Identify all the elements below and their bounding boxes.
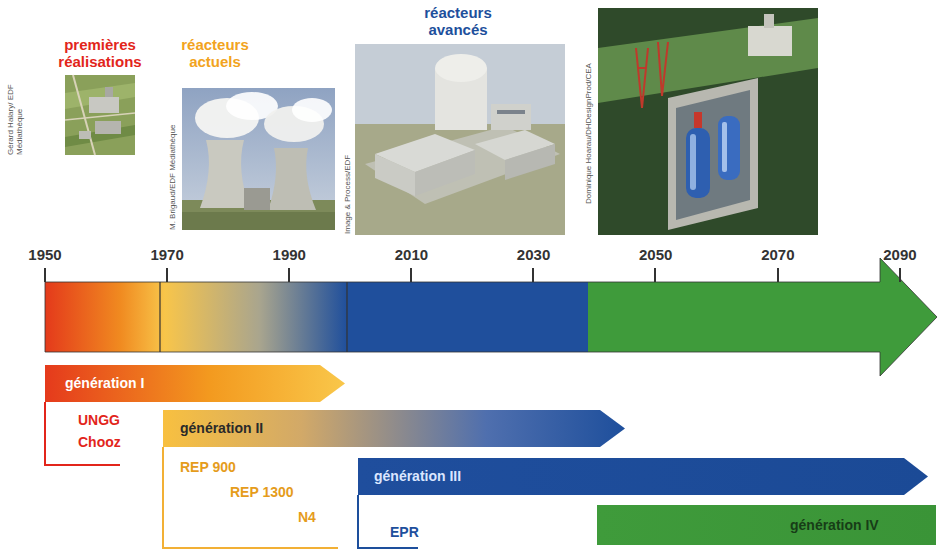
generation-bar: génération II [163,410,625,447]
photo-foreground [182,212,335,230]
photo-credit: Gérard Halary/ EDF Médiathèque [6,83,24,155]
year-tick [654,268,656,282]
generation-bracket [358,495,418,548]
generation-label: génération II [180,410,263,447]
plant-building [375,154,415,196]
plant-building [244,188,270,210]
generation-bar: génération I [45,365,345,402]
reactor-building [89,97,119,113]
year-tick [899,268,901,282]
era-title: réacteurs actuels [165,36,265,71]
year-label: 1970 [137,246,197,263]
plant-windows [497,110,525,114]
generation-label: génération IV [790,505,879,545]
vessel-highlight [690,134,696,190]
year-ticks [45,268,900,282]
generation-bar-fill [163,410,625,447]
era-title: premières réalisations [45,36,155,71]
reactor-building [95,121,121,134]
plant-annex [79,131,91,139]
era-divider [346,282,347,352]
photo-credit: Dominique Hoarau/DHDesignProd/CEA [584,63,593,204]
cooling-tower [268,148,316,210]
generation-label: génération I [65,365,144,402]
plant-building [415,150,475,196]
year-label: 2050 [626,246,686,263]
era-title: réacteurs avancés [403,4,513,39]
year-tick [532,268,534,282]
road [65,113,135,120]
generation-bar-fill [358,458,928,495]
generation-bracket [45,402,120,465]
plant-building [491,104,531,130]
year-label: 2030 [504,246,564,263]
plant-platform [365,126,560,204]
era-divider [159,282,160,352]
year-tick [166,268,168,282]
photo-ground [355,124,565,235]
plant-photo-future [598,8,818,235]
photo-credit: M. Brigaud/EDF Médiathèque [168,125,177,230]
generation-bar-shape [597,505,936,545]
year-label: 2090 [870,246,930,263]
surface-stack [764,14,774,28]
reactor-vessel [718,116,740,180]
pylon [636,48,648,108]
road [73,75,95,155]
year-label: 1990 [259,246,319,263]
reactor-vessel [686,128,710,198]
plant-photo-current [182,88,335,230]
generation-bar: génération III [358,458,928,495]
year-label: 2070 [748,246,808,263]
reactor-name: EPR [390,524,419,540]
reactor-name: UNGG [78,412,120,428]
underground-silo [668,78,758,230]
reactor-name: Chooz [78,434,121,450]
timeline-arrow [45,258,937,376]
steam-plume [292,98,332,122]
cooling-tower [200,140,250,208]
year-tick [777,268,779,282]
vessel-pipe [694,112,702,128]
generation-bar-fill [45,365,345,402]
reactor-name: N4 [298,509,316,525]
generation-bar: génération IV [597,505,936,545]
silo-cutaway [676,90,750,220]
surface-building [748,26,792,56]
plant-tower [105,87,113,97]
plant-photo-advanced [355,44,565,235]
reactor-name: REP 900 [180,459,236,475]
pylon [658,42,668,96]
year-tick [288,268,290,282]
generation-bar-fill [597,505,936,545]
vessel-highlight [722,122,727,172]
year-tick [44,268,46,282]
photo-credit: Image & Process/EDF [343,155,352,234]
reactor-name: REP 1300 [230,484,294,500]
year-label: 1950 [15,246,75,263]
generation-bracket [163,447,338,548]
plant-photo-early [65,75,135,155]
photo-ground [65,75,135,155]
generation-label: génération III [374,458,461,495]
photo-ground [598,8,818,235]
year-tick [410,268,412,282]
year-label: 2010 [381,246,441,263]
plant-building [505,144,555,180]
reactor-dome-top [435,54,487,82]
photo-sky [182,88,335,230]
photo-sky [355,44,565,235]
